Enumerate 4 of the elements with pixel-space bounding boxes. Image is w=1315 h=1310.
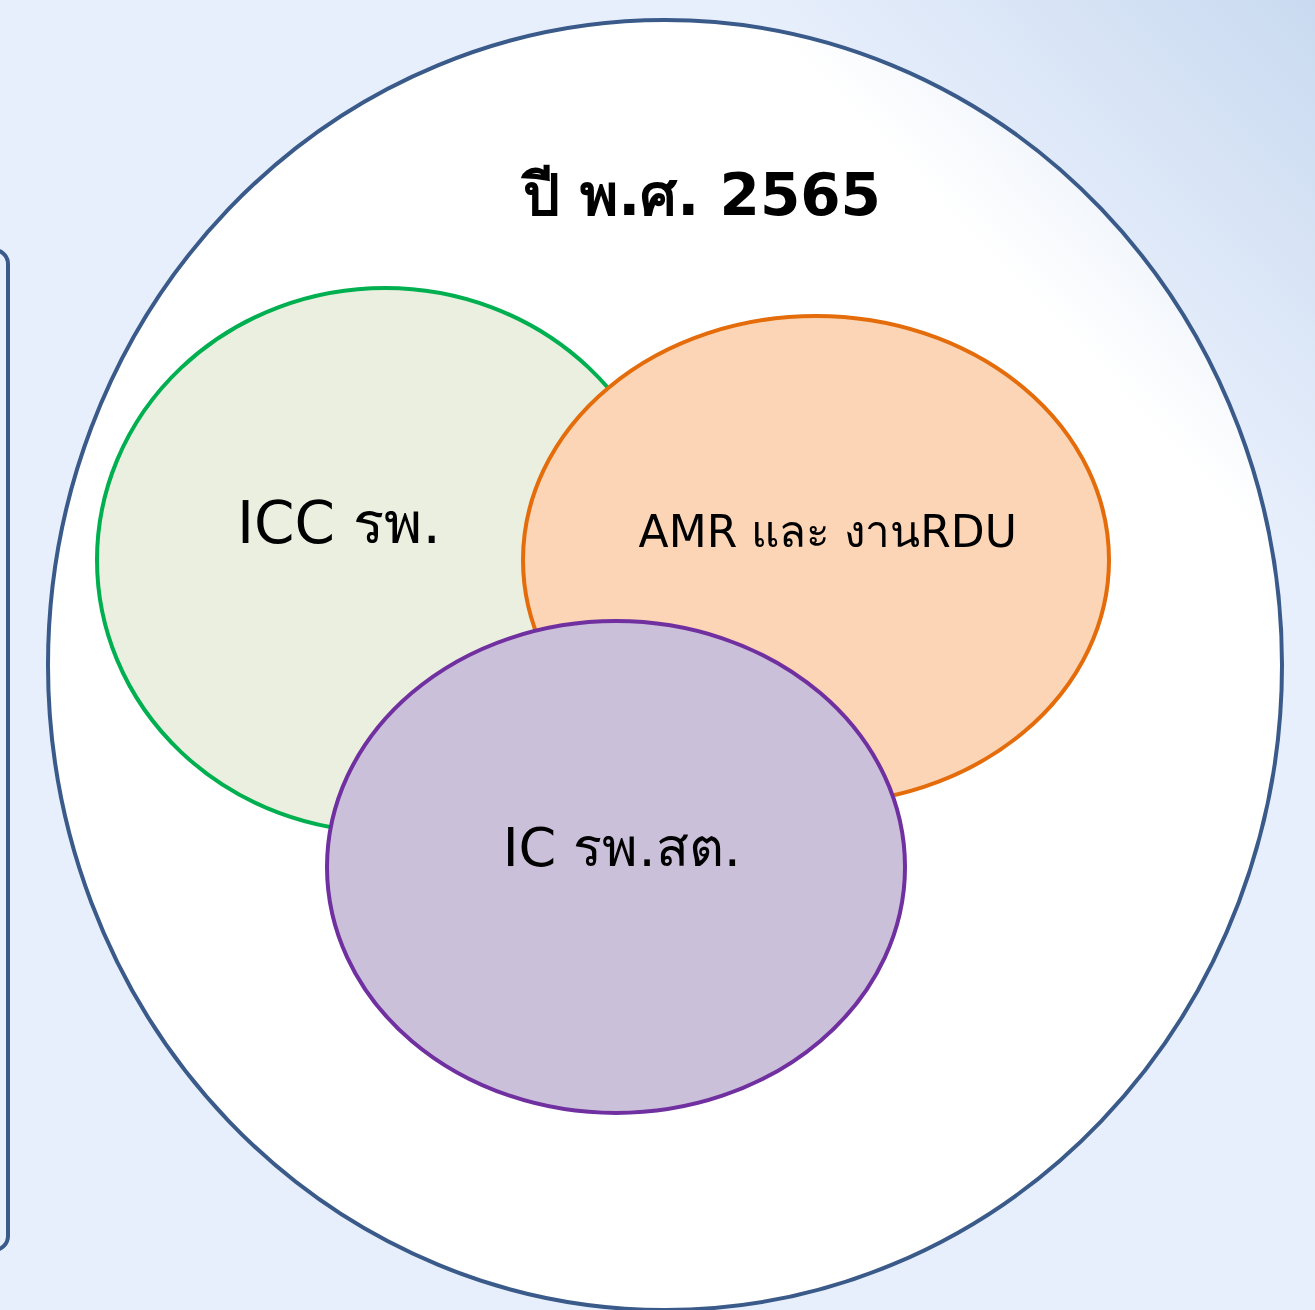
circle-label: AMR และ งานRDU bbox=[638, 504, 1017, 559]
circle-label: ICC รพ. bbox=[236, 487, 441, 559]
circle-label: IC รพ.สต. bbox=[502, 815, 741, 882]
title-label: ปี พ.ศ. 2565 bbox=[523, 159, 881, 231]
